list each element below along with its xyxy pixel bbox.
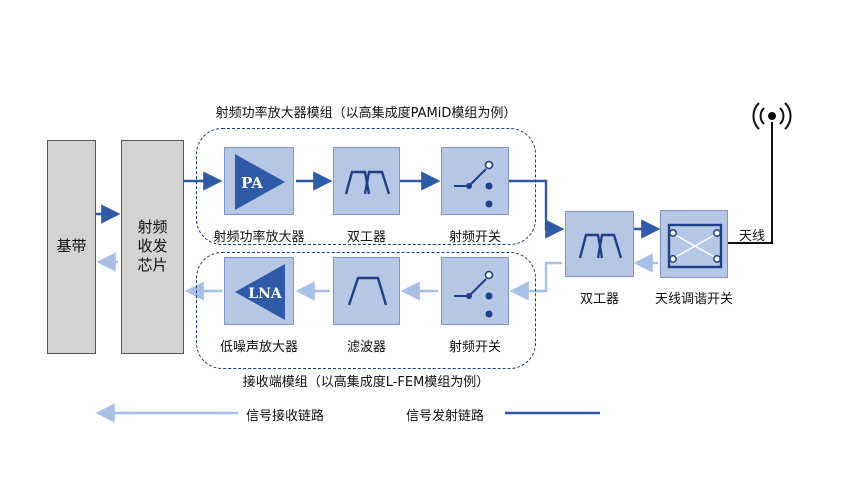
tx-switch-label: 射频开关	[448, 230, 501, 245]
antenna-label: 天线	[738, 229, 765, 244]
tx-module-title: 射频功率放大器模组（以高集成度PAMiD模组为例）	[215, 106, 517, 121]
filter-icon	[347, 276, 388, 306]
rf-switch-icon	[454, 270, 494, 318]
tx-line-tuner-to-antenna	[728, 122, 773, 244]
baseband-block	[47, 140, 96, 354]
pa-label: 射频功率放大器	[213, 230, 305, 245]
main-duplexer-label: 双工器	[579, 292, 619, 307]
tx-duplexer-block	[333, 147, 400, 215]
rf-switch-icon	[454, 160, 494, 208]
lna-label: 低噪声放大器	[219, 340, 298, 355]
rx-switch-label: 射频开关	[448, 340, 501, 355]
amplifier-triangle-icon: PA	[235, 154, 285, 210]
transceiver-block	[121, 140, 184, 354]
pa-block: PA	[224, 147, 294, 215]
pa-symbol-text: PA	[241, 174, 263, 192]
filter-label: 滤波器	[346, 340, 386, 355]
main-duplexer-block	[565, 211, 634, 277]
tx-duplexer-label: 双工器	[346, 230, 386, 245]
rx-module-title: 接收端模组（以高集成度L-FEM模组为例）	[242, 375, 490, 390]
rx-module-outline	[196, 252, 536, 369]
tx-module-outline	[196, 128, 536, 245]
duplexer-icon	[344, 170, 391, 195]
tx-line-switch-to-main-duplexer	[509, 179, 565, 239]
lna-block: LNA	[224, 257, 294, 325]
tx-switch-block	[441, 147, 509, 215]
antenna-tuner-block	[660, 210, 728, 278]
lna-triangle-icon: LNA	[235, 264, 285, 320]
transceiver-label-line1: 射频	[137, 218, 168, 236]
legend-tx-label: 信号发射链路	[406, 409, 485, 424]
rx-switch-block	[441, 257, 509, 325]
antenna-icon	[752, 102, 792, 130]
transceiver-label-line2: 收发	[137, 237, 168, 255]
transceiver-label-line3: 芯片	[137, 256, 168, 274]
lna-symbol-text: LNA	[248, 286, 283, 302]
rx-line-duplexer-to-switch	[509, 261, 562, 301]
transceiver-label: 射频 收发 芯片	[121, 218, 184, 275]
baseband-label: 基带	[56, 237, 87, 255]
duplexer-icon	[578, 233, 623, 259]
antenna-tuner-label: 天线调谐开关	[654, 292, 733, 307]
filter-block	[333, 257, 400, 325]
legend-rx-label: 信号接收链路	[246, 409, 325, 424]
tuner-switch-icon	[667, 223, 723, 269]
